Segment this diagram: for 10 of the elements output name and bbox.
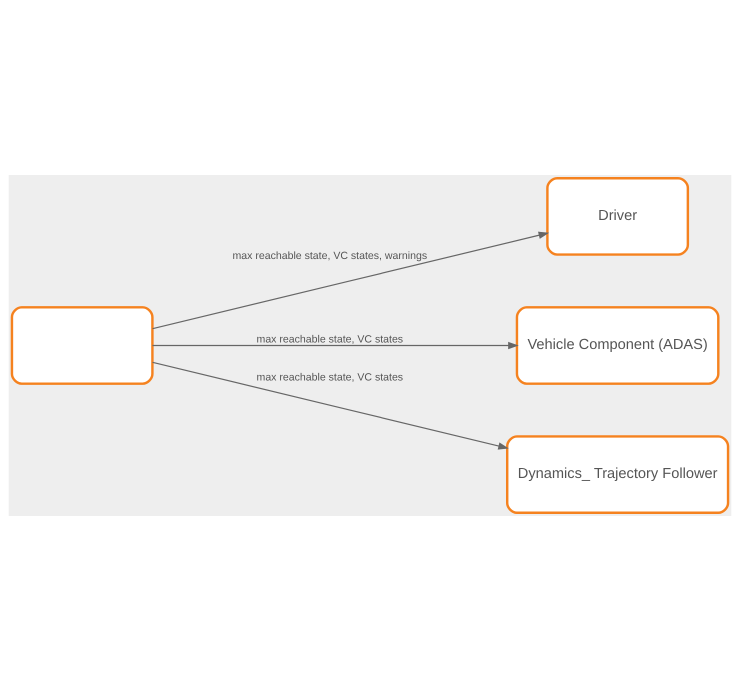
- edge-label: max reachable state, VC states: [256, 372, 404, 384]
- edge-label: max reachable state, VC states: [256, 334, 404, 346]
- node-box: [10, 306, 154, 385]
- arrow: [152, 342, 519, 350]
- node-box: Driver: [546, 177, 690, 256]
- arrow: [152, 362, 509, 450]
- node-box: Dynamics_ Trajectory Follower: [506, 435, 730, 514]
- node-box: Vehicle Component (ADAS): [516, 306, 720, 385]
- edge-label: max reachable state, VC states, warnings: [232, 250, 428, 262]
- arrow: [152, 232, 550, 330]
